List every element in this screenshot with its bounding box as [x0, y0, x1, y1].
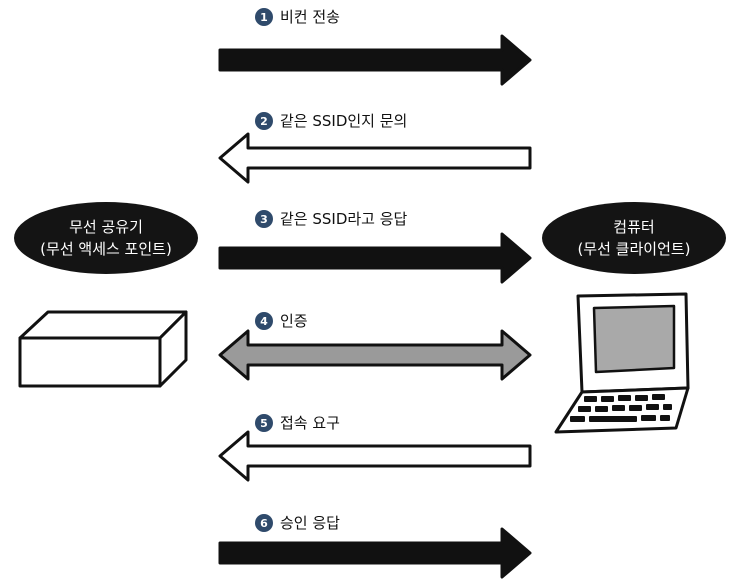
computer-label-line2: (무선 클라이언트)	[577, 240, 690, 258]
step-number-badge	[255, 112, 273, 130]
router-icon	[18, 310, 188, 388]
step-5: 5 접속 요구	[218, 414, 532, 482]
step-number: 3	[260, 213, 268, 226]
step-number: 1	[260, 11, 268, 24]
step-number-badge	[255, 210, 273, 228]
step-3: 3 같은 SSID라고 응답	[218, 210, 532, 284]
router-label-bubble: 무선 공유기 (무선 액세스 포인트)	[14, 202, 198, 274]
arrow-left	[218, 132, 532, 184]
step-label: 인증	[280, 312, 308, 330]
step-number: 4	[260, 315, 268, 328]
step-1: 1 비컨 전송	[218, 8, 532, 86]
step-label: 같은 SSID라고 응답	[280, 210, 408, 228]
step-number-badge	[255, 312, 273, 330]
laptop-keyboard	[570, 394, 672, 422]
arrow-left	[218, 430, 532, 482]
computer-label-line1: 컴퓨터	[613, 218, 654, 236]
arrow-right	[218, 232, 532, 284]
step-number: 2	[260, 115, 268, 128]
step-label: 접속 요구	[280, 414, 340, 432]
step-number: 5	[260, 417, 268, 430]
arrow-right	[218, 527, 532, 579]
step-label: 승인 응답	[280, 514, 340, 532]
laptop-icon	[554, 292, 690, 434]
step-label: 비컨 전송	[280, 8, 340, 26]
arrow-both	[218, 329, 532, 381]
step-4: 4 인증	[218, 312, 532, 381]
step-label: 같은 SSID인지 문의	[280, 112, 407, 130]
step-2: 2 같은 SSID인지 문의	[218, 112, 532, 184]
computer-label-bubble: 컴퓨터 (무선 클라이언트)	[542, 202, 726, 274]
router-label-line1: 무선 공유기	[69, 218, 143, 236]
step-number: 6	[260, 517, 268, 530]
arrow-right	[218, 34, 532, 86]
laptop-screen	[592, 304, 676, 374]
step-6: 6 승인 응답	[218, 514, 532, 579]
step-number-badge	[255, 514, 273, 532]
step-list: 1 비컨 전송 2 같은 SSID인지 문의 3 같은 SSID라고 응답 4 인증 5 접속 요…	[218, 8, 532, 579]
router-label-line2: (무선 액세스 포인트)	[40, 240, 172, 258]
step-number-badge	[255, 414, 273, 432]
step-number-badge	[255, 8, 273, 26]
